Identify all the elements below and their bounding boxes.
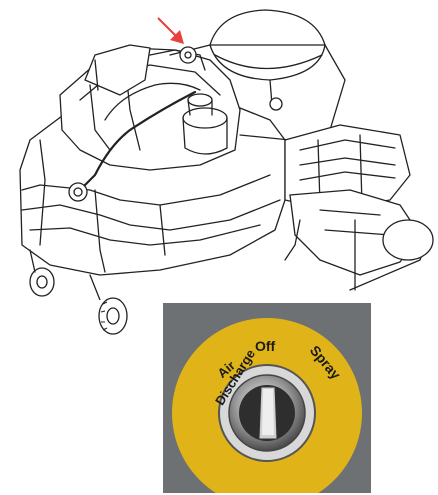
front-wheel [98, 297, 128, 335]
switch-photo: Discharge Air Off Spray [163, 303, 371, 493]
pointer-arrow [157, 17, 184, 44]
machine-body [19, 9, 434, 300]
label-off: Off [255, 338, 276, 354]
machine-line-drawing [19, 9, 434, 300]
